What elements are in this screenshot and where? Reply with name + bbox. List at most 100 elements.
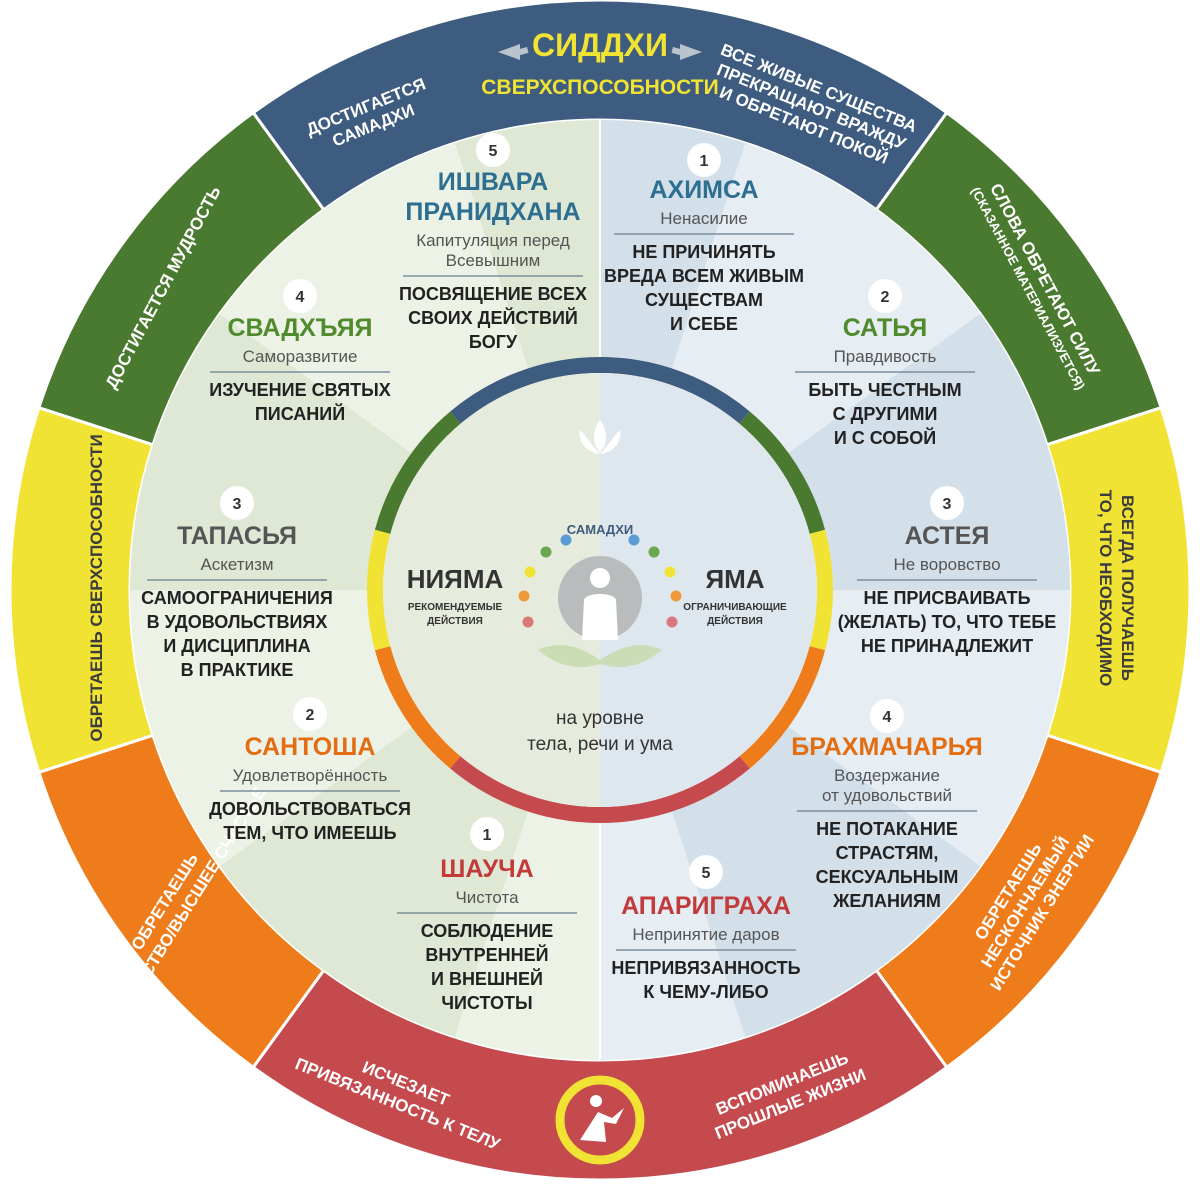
number-badge: [476, 133, 510, 167]
yama-title: ЯМА: [705, 564, 764, 594]
sector-subtitle: Ненасилие: [660, 209, 747, 228]
chakra-dot: [664, 566, 676, 578]
sector-subtitle: Чистота: [455, 888, 519, 907]
chakra-dot: [524, 566, 536, 578]
yama-sub-1: ОГРАНИЧИВАЮЩИЕ: [683, 602, 787, 613]
sector-subtitle: Всевышним: [446, 251, 541, 270]
sector-description: НЕ ПОТАКАНИЕ: [816, 819, 958, 839]
inner-sector-yama: [600, 120, 746, 381]
number-badge-text: 3: [943, 496, 952, 513]
number-badge-text: 4: [883, 709, 892, 726]
number-badge-text: 2: [881, 289, 890, 306]
outer-label-line: ВСЕГДА ПОЛУЧАЕШЬ: [1118, 495, 1137, 681]
green-left-band: [36, 110, 326, 447]
sector-description: В ПРАКТИКЕ: [181, 660, 294, 680]
sector-subtitle: Правдивость: [834, 347, 937, 366]
sector-title: АСТЕЯ: [905, 522, 990, 550]
sector-title: АПАРИГРАХА: [621, 892, 791, 920]
sector-description: ПОСВЯЩЕНИЕ ВСЕХ: [399, 284, 587, 304]
number-badge: [687, 143, 721, 177]
chakra-dots: [518, 534, 682, 628]
center-yama-half: [600, 373, 817, 807]
number-badge: [930, 486, 964, 520]
inner-sector-yama: [667, 143, 981, 461]
sector-title: ПРАНИДХАНА: [405, 198, 580, 226]
chakra-dot: [560, 534, 572, 546]
number-badge: [283, 279, 317, 313]
outer-label-line: ОБРЕТАЕШЬ СВЕРХСПОСОБНОСТИ: [87, 434, 106, 741]
sector-description: ЖЕЛАНИЯМ: [832, 891, 941, 911]
sector-description: ЧИСТОТЫ: [441, 993, 532, 1013]
number-badge-text: 4: [296, 289, 305, 306]
yellow-left-label: ОБРЕТАЕШЬ СВЕРХСПОСОБНОСТИ: [87, 434, 106, 741]
sector-title: СВАДХЪЯЯ: [227, 314, 372, 342]
number-badge-text: 5: [702, 865, 711, 882]
sector-description: ВРЕДА ВСЕМ ЖИВЫМ: [604, 266, 804, 286]
sector-subtitle: Саморазвитие: [243, 347, 358, 366]
inner-sector: [130, 313, 423, 590]
sector-description: (ЖЕЛАТЬ) ТО, ЧТО ТЕБЕ: [838, 612, 1057, 632]
lotus-icon: [579, 420, 621, 454]
samadhi-label: САМАДХИ: [567, 522, 633, 537]
meditating-person-icon: [538, 556, 662, 668]
niyama-title: НИЯМА: [407, 564, 504, 594]
chakra-dot: [648, 546, 660, 558]
sector-description: СВОИХ ДЕЙСТВИЙ: [408, 307, 578, 328]
siddhi-subtitle: СВЕРХСПОСОБНОСТИ: [481, 76, 718, 99]
sector-description: И ВНЕШНЕЙ: [431, 968, 543, 989]
sector-description: СТРАСТЯМ,: [836, 843, 939, 863]
sector-description: СЕКСУАЛЬНЫМ: [816, 867, 959, 887]
number-badge: [868, 279, 902, 313]
center-circle: [367, 357, 833, 823]
sector-subtitle: Не воровство: [893, 555, 1000, 574]
niyama-sub-2: ДЕЙСТВИЯ: [427, 614, 483, 627]
center-ring-arc: [374, 411, 461, 534]
sector-description: СУЩЕСТВАМ: [645, 290, 763, 310]
sector-subtitle: Воздержание: [834, 766, 940, 785]
number-badge: [870, 699, 904, 733]
yellow-right-label: ВСЕГДА ПОЛУЧАЕШЬ ТО, ЧТО НЕОБХОДИМО: [1096, 490, 1137, 687]
sector-description: В УДОВОЛЬСТВИЯХ: [147, 612, 328, 632]
number-badge: [689, 855, 723, 889]
center-ring-arc: [367, 529, 391, 651]
sector-description: БЫТЬ ЧЕСТНЫМ: [808, 380, 961, 400]
sector-title: ШАУЧА: [440, 855, 533, 883]
sector-description: И С СОБОЙ: [834, 427, 936, 448]
yama-sub-2: ДЕЙСТВИЯ: [707, 614, 763, 627]
sector-subtitle: Непринятие даров: [632, 925, 779, 944]
number-badge: [470, 817, 504, 851]
niyama-item-2: 2САНТОШАУдовлетворённостьДОВОЛЬСТВОВАТЬС…: [209, 697, 411, 843]
chakra-dot: [522, 616, 534, 628]
sector-title: ТАПАСЬЯ: [177, 522, 297, 550]
sector-description: НЕ ПРИСВАИВАТЬ: [863, 588, 1030, 608]
inner-sector: [219, 719, 533, 1037]
outer-label-line: ТО, ЧТО НЕОБХОДИМО: [1096, 490, 1115, 687]
chakra-dot: [518, 590, 530, 602]
inner-sector-yama: [667, 719, 981, 1037]
arrow-left-icon: [498, 44, 529, 60]
number-badge-text: 3: [233, 496, 242, 513]
center-niyama-half: [383, 373, 600, 807]
center-ring-arc: [809, 529, 833, 651]
sector-title: БРАХМАЧАРЬЯ: [791, 733, 982, 761]
yoga-logo-icon: [555, 1075, 645, 1165]
chakra-dot: [670, 590, 682, 602]
sector-description: ВНУТРЕННЕЙ: [425, 944, 548, 965]
number-badge-text: 5: [489, 143, 498, 160]
inner-sector-yama: [777, 590, 1070, 867]
inner-sector: [130, 590, 423, 867]
arrow-right-icon: [671, 44, 702, 60]
sector-subtitle: Капитуляция перед: [416, 231, 570, 250]
number-badge: [220, 486, 254, 520]
sector-description: ТЕМ, ЧТО ИМЕЕШЬ: [223, 823, 396, 843]
center-texts: САМАДХИ НИЯМА РЕКОМЕНДУЕМЫЕ ДЕЙСТВИЯ ЯМА…: [407, 522, 787, 755]
niyama-sub-1: РЕКОМЕНДУЕМЫЕ: [408, 602, 503, 613]
